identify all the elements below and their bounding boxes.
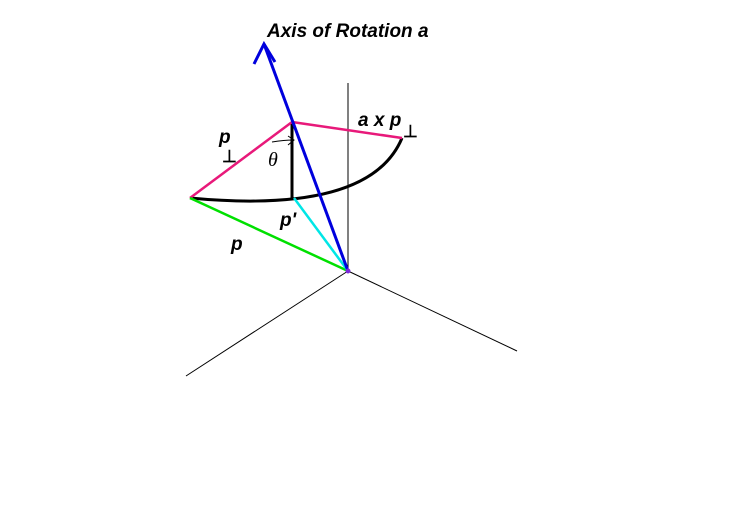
diagram-title: Axis of Rotation a bbox=[266, 21, 429, 42]
left-coordinate-axis bbox=[185, 270, 349, 377]
rotation-axis-arrowhead-icon bbox=[252, 40, 277, 65]
origin-point bbox=[345, 268, 351, 274]
a-cross-p-perp-label: a x p bbox=[358, 110, 401, 131]
a-cross-p-perp-subscript: ⊥ bbox=[403, 122, 418, 141]
p-perp-vector bbox=[189, 120, 293, 200]
rotation-axis-vector bbox=[262, 43, 350, 272]
p-perp-label: p bbox=[218, 127, 231, 148]
p-prime-vector bbox=[292, 197, 350, 272]
p-vector bbox=[189, 196, 349, 273]
theta-label: θ bbox=[268, 149, 278, 171]
p-prime-label: p' bbox=[279, 210, 298, 231]
p-perp-subscript: ⊥ bbox=[222, 147, 237, 166]
right-coordinate-axis bbox=[347, 270, 518, 352]
p-label: p bbox=[230, 234, 243, 255]
theta-arc-arrow-icon bbox=[271, 135, 295, 146]
rotation-arc bbox=[189, 137, 404, 203]
a-cross-p-perp-vector bbox=[291, 120, 403, 140]
